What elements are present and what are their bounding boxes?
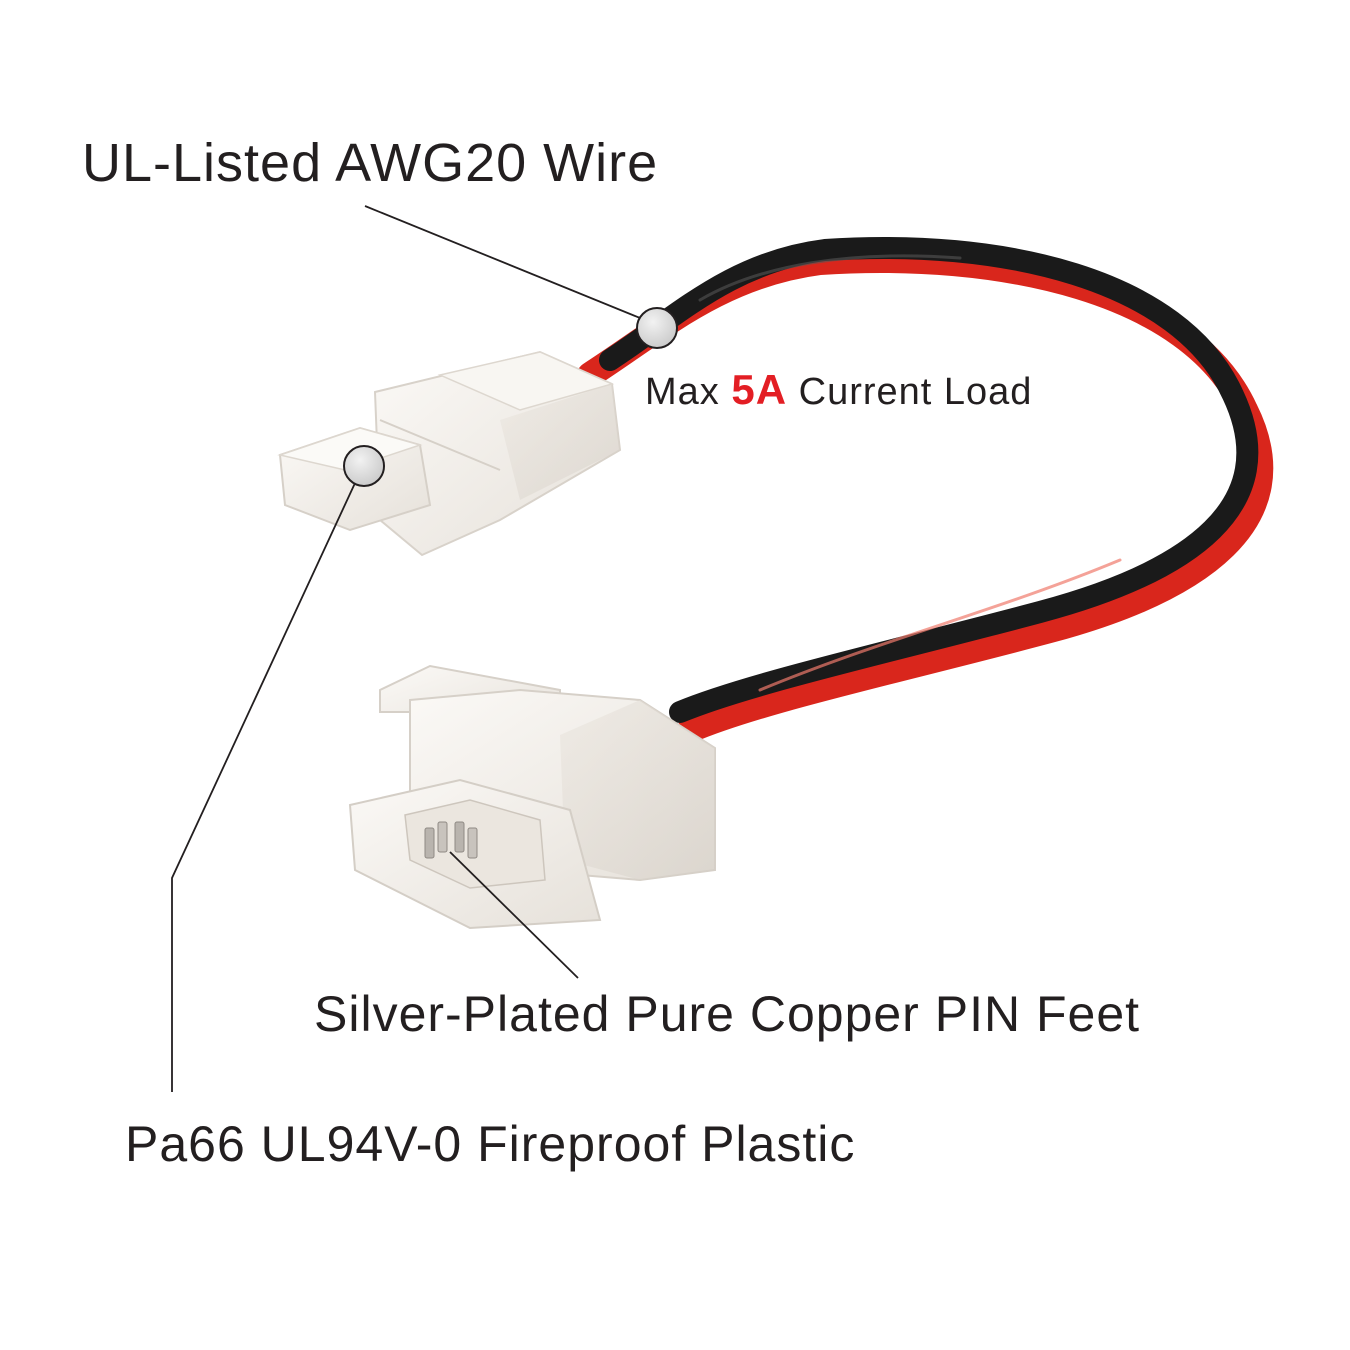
current-value: 5A	[731, 366, 788, 413]
top-connector	[277, 350, 622, 557]
leader-line-plastic	[171, 467, 363, 1092]
cable	[577, 237, 1274, 743]
current-suffix: Current Load	[787, 371, 1033, 413]
pins-callout-label: Silver-Plated Pure Copper PIN Feet	[314, 986, 1141, 1042]
wire-marker-dot	[636, 307, 678, 349]
black-wire	[599, 237, 1259, 723]
plastic-marker-dot	[343, 445, 385, 487]
wire-callout-label: UL-Listed AWG20 Wire	[82, 133, 659, 193]
leader-lines	[171, 205, 641, 1092]
leader-line-pins	[449, 851, 579, 979]
leader-line-wire	[364, 205, 641, 319]
current-prefix: Max	[645, 371, 732, 413]
current-callout-label: Max 5A Current Load	[645, 366, 1032, 414]
plastic-callout-label: Pa66 UL94V-0 Fireproof Plastic	[125, 1116, 856, 1172]
bottom-connector	[348, 664, 716, 930]
red-wire	[577, 247, 1274, 743]
copper-pins	[424, 821, 478, 859]
